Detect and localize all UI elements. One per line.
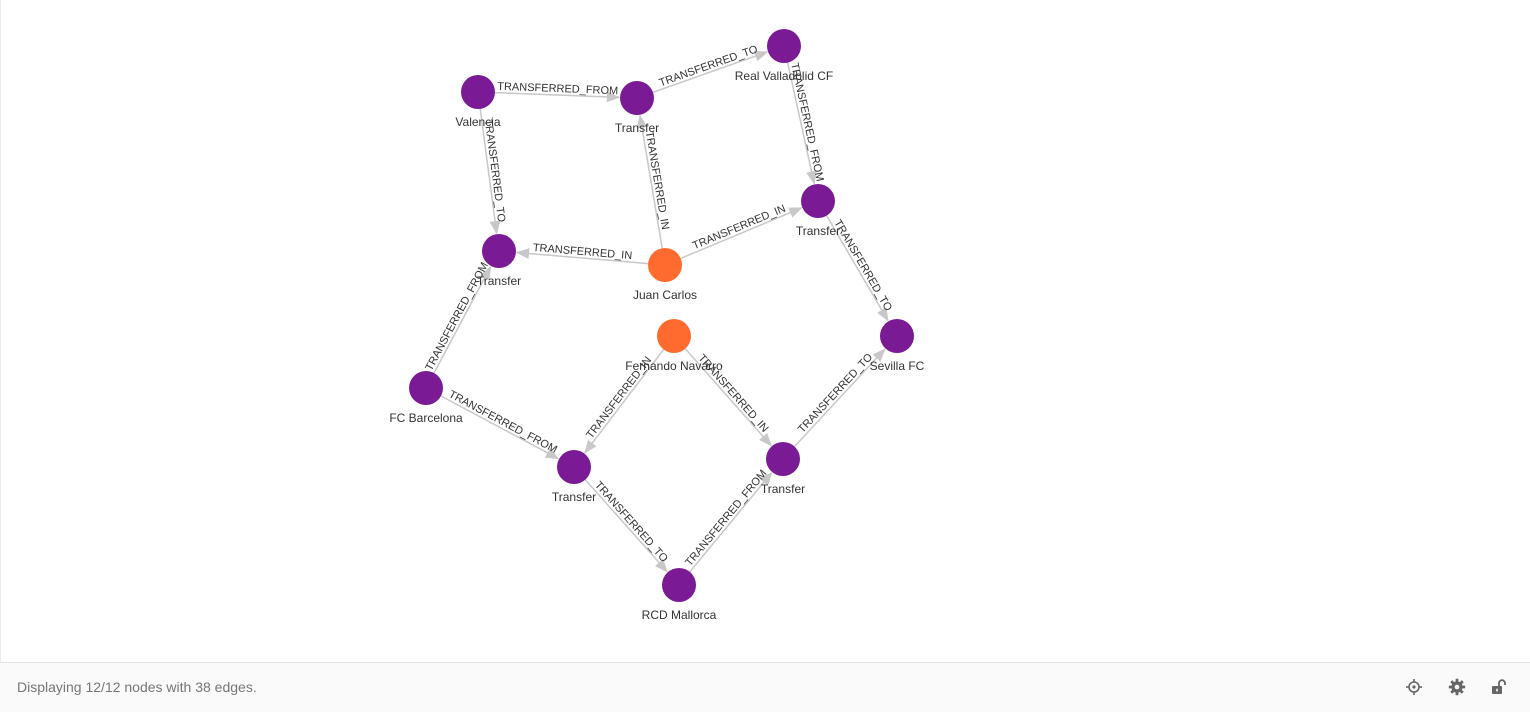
node-label: Valencia xyxy=(455,115,500,129)
node-mallorca[interactable]: RCD Mallorca xyxy=(642,568,717,622)
node-label: Sevilla FC xyxy=(870,359,925,373)
node-label: Transfer xyxy=(615,121,659,135)
status-text: Displaying 12/12 nodes with 38 edges. xyxy=(17,679,257,695)
node-circle[interactable] xyxy=(648,248,682,282)
lock-toggle-button[interactable] xyxy=(1489,677,1509,697)
edge-line[interactable] xyxy=(652,50,769,94)
node-label: FC Barcelona xyxy=(389,411,463,425)
node-label: Transfer xyxy=(477,274,521,288)
node-t1[interactable]: Transfer xyxy=(615,81,659,135)
edge-label: TRANSFERRED_FROM xyxy=(447,388,559,456)
edge-line[interactable] xyxy=(689,471,773,573)
gear-icon xyxy=(1448,678,1466,696)
node-valladolid[interactable]: Real Valladolid CF xyxy=(735,29,834,83)
edge-t1-valladolid[interactable]: TRANSFERRED_TO xyxy=(652,43,769,94)
node-t5[interactable]: Transfer xyxy=(761,442,805,496)
edge-juan-t3[interactable]: TRANSFERRED_IN xyxy=(515,242,649,265)
settings-button[interactable] xyxy=(1447,677,1467,697)
edge-label: TRANSFERRED_IN xyxy=(643,130,671,230)
node-circle[interactable] xyxy=(482,234,516,268)
edge-line[interactable] xyxy=(515,248,649,265)
center-graph-button[interactable] xyxy=(1404,677,1424,697)
node-label: Transfer xyxy=(761,482,805,496)
node-t4[interactable]: Transfer xyxy=(552,450,596,504)
node-label: Transfer xyxy=(796,224,840,238)
edge-line[interactable] xyxy=(440,395,560,460)
node-juan[interactable]: Juan Carlos xyxy=(633,248,697,302)
edge-line[interactable] xyxy=(584,349,665,454)
status-bar: Displaying 12/12 nodes with 38 edges. xyxy=(0,662,1530,712)
edge-valencia-t1[interactable]: TRANSFERRED_FROM xyxy=(494,81,621,103)
node-circle[interactable] xyxy=(409,371,443,405)
edge-label: TRANSFERRED_FROM xyxy=(683,468,769,569)
edge-mallorca-t5[interactable]: TRANSFERRED_FROM xyxy=(683,468,773,573)
node-label: Real Valladolid CF xyxy=(735,69,834,83)
edge-line[interactable] xyxy=(825,215,889,322)
node-label: Fernando Navarro xyxy=(625,359,723,373)
edge-line[interactable] xyxy=(680,207,803,260)
node-label: RCD Mallorca xyxy=(642,608,717,622)
edge-line[interactable] xyxy=(479,108,501,235)
edge-t4-mallorca[interactable]: TRANSFERRED_TO xyxy=(584,479,670,573)
unlock-icon xyxy=(1492,679,1506,694)
node-sevilla[interactable]: Sevilla FC xyxy=(870,319,925,373)
edge-juan-t1[interactable]: TRANSFERRED_IN xyxy=(636,114,671,249)
crosshair-icon xyxy=(1406,679,1422,695)
node-circle[interactable] xyxy=(880,319,914,353)
edge-label: TRANSFERRED_TO xyxy=(796,351,876,436)
edge-label: TRANSFERRED_FROM xyxy=(497,81,618,98)
node-circle[interactable] xyxy=(461,75,495,109)
edge-line[interactable] xyxy=(584,479,668,573)
node-fernando[interactable]: Fernando Navarro xyxy=(625,319,723,373)
edge-line[interactable] xyxy=(433,265,492,374)
edge-label: TRANSFERRED_TO xyxy=(831,218,894,314)
edge-label: TRANSFERRED_TO xyxy=(592,479,670,565)
edge-label: TRANSFERRED_IN xyxy=(691,203,788,253)
edge-label: TRANSFERRED_IN xyxy=(532,242,632,262)
edge-label: TRANSFERRED_TO xyxy=(482,119,508,224)
node-t2[interactable]: Transfer xyxy=(796,184,840,238)
node-circle[interactable] xyxy=(801,184,835,218)
edge-juan-t2[interactable]: TRANSFERRED_IN xyxy=(680,203,803,260)
node-label: Transfer xyxy=(552,490,596,504)
node-circle[interactable] xyxy=(767,29,801,63)
node-valencia[interactable]: Valencia xyxy=(455,75,501,129)
node-circle[interactable] xyxy=(657,319,691,353)
edge-line[interactable] xyxy=(786,62,817,185)
node-label: Juan Carlos xyxy=(633,288,697,302)
node-circle[interactable] xyxy=(557,450,591,484)
edge-line[interactable] xyxy=(794,348,886,448)
edge-line[interactable] xyxy=(494,91,621,103)
node-circle[interactable] xyxy=(662,568,696,602)
edge-line[interactable] xyxy=(636,114,663,249)
node-t3[interactable]: Transfer xyxy=(477,234,521,288)
edge-line[interactable] xyxy=(684,348,772,447)
node-circle[interactable] xyxy=(766,442,800,476)
node-barcelona[interactable]: FC Barcelona xyxy=(389,371,463,425)
node-circle[interactable] xyxy=(620,81,654,115)
